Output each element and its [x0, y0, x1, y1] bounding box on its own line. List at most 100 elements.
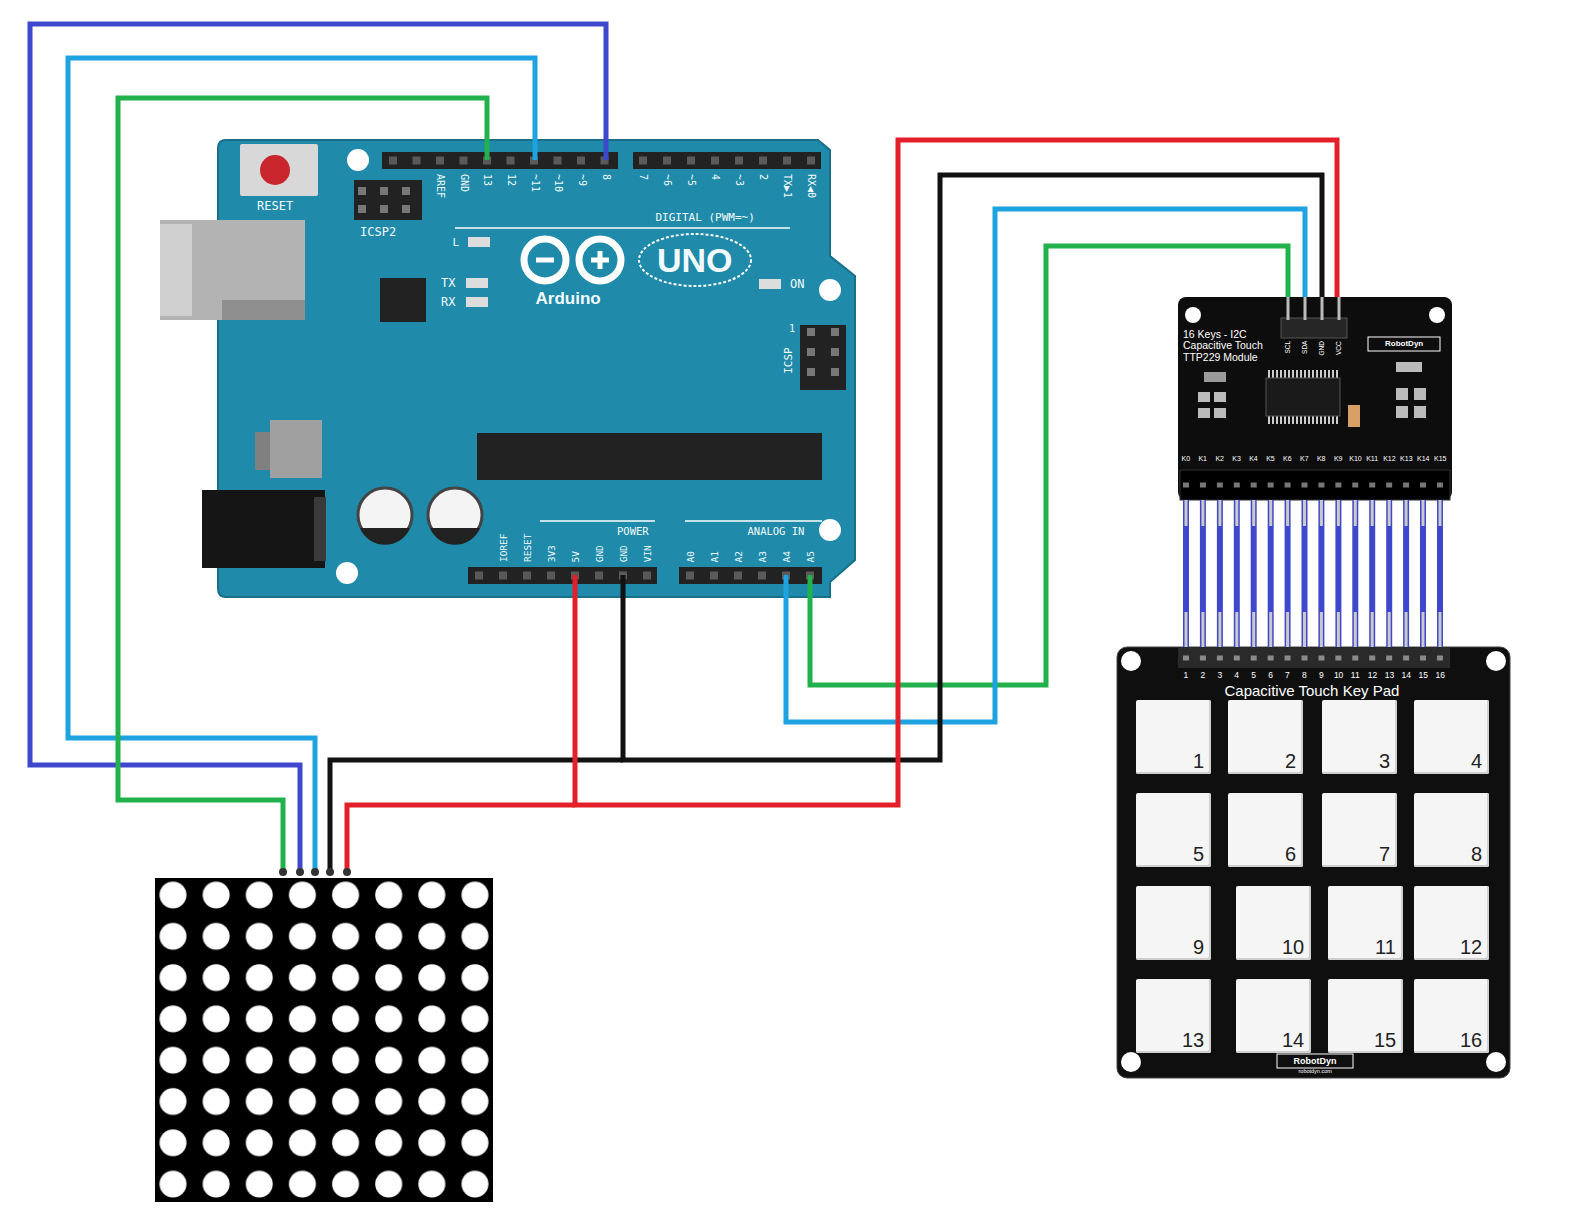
key-number: 13: [1182, 1030, 1204, 1050]
board-label: Arduino: [536, 290, 601, 307]
key-number: 10: [1282, 937, 1304, 957]
module-bottom-header: [1180, 470, 1450, 500]
header: [382, 152, 618, 169]
touch-key: 1: [1136, 700, 1211, 774]
board-label: UNO: [657, 243, 733, 277]
logo-minus: [536, 258, 554, 263]
module-label: K15: [1434, 455, 1446, 462]
mount-hole: [347, 149, 369, 171]
board-label: 2: [758, 174, 768, 180]
board-label: A3: [757, 551, 767, 562]
module-label: K14: [1417, 455, 1429, 462]
board-label: AREF: [435, 174, 445, 198]
chip-pins: [1268, 416, 1338, 424]
key-number: 14: [1282, 1030, 1304, 1050]
wire: [347, 805, 575, 872]
module-bottom-pins: [1183, 483, 1445, 488]
regulator-tab: [255, 432, 271, 470]
touch-key: 10: [1236, 886, 1311, 960]
smd-pad: [1214, 392, 1226, 402]
mount-hole: [336, 562, 358, 584]
keypad-label: 8: [1302, 671, 1307, 680]
matrix-pin: [326, 868, 334, 876]
board-label: 1: [789, 324, 795, 334]
module-label: K0: [1182, 455, 1191, 462]
module-label: SCL: [1285, 341, 1292, 354]
touch-key: 16: [1414, 979, 1489, 1053]
matrix-pin: [311, 868, 319, 876]
keypad-label: 9: [1319, 671, 1324, 680]
mount-hole: [1121, 1052, 1141, 1072]
keypad-label: Capacitive Touch Key Pad: [1225, 683, 1400, 698]
board-label: POWER: [617, 526, 649, 537]
touch-key: 13: [1136, 979, 1211, 1053]
key-number: 7: [1379, 844, 1390, 864]
board-label: RX◀0: [806, 174, 816, 198]
keypad-label: RobotDyn: [1294, 1057, 1337, 1066]
icsp-pins: [831, 328, 839, 388]
header-pins: [389, 157, 618, 165]
board-label: ANALOG IN: [748, 526, 805, 537]
wire: [810, 246, 1288, 685]
header-pins: [1186, 500, 1440, 647]
board-label: ~5: [686, 174, 696, 186]
keypad-label: 13: [1385, 671, 1394, 680]
touch-key: 4: [1414, 700, 1489, 774]
mount-hole: [1429, 307, 1445, 323]
board-label: GND: [459, 174, 469, 192]
module-label: K4: [1249, 455, 1258, 462]
keypad-header-pins: [1183, 656, 1445, 661]
wire-stub: [808, 575, 813, 598]
module-label: K11: [1366, 455, 1378, 462]
wire-stub: [485, 139, 490, 160]
mount-hole: [1486, 1052, 1506, 1072]
logo-plus: [598, 251, 603, 269]
logo-ring: [524, 239, 566, 281]
keypad-label: 11: [1351, 671, 1360, 680]
capacitor-band: [430, 528, 480, 545]
wire-stub: [573, 575, 578, 598]
keypad-label: 10: [1334, 671, 1343, 680]
board-label: 3V3: [546, 545, 556, 562]
key-number: 2: [1285, 751, 1296, 771]
usb-port: [160, 220, 305, 320]
board-label: RX: [441, 296, 455, 308]
wire-stub: [784, 575, 789, 598]
header: [679, 567, 822, 584]
keypad-label: 4: [1234, 671, 1239, 680]
logo-ring: [579, 239, 621, 281]
touch-key: 12: [1414, 886, 1489, 960]
module-label: K3: [1232, 455, 1241, 462]
module-label: K10: [1349, 455, 1361, 462]
logo-frame: [1368, 337, 1440, 351]
board-label: 8: [601, 174, 611, 180]
board-label: 12: [506, 174, 516, 186]
key-number: 3: [1379, 751, 1390, 771]
arduino-board: RESETICSP2AREFGND1312~11~10~987~6~54~32T…: [218, 140, 855, 597]
module-label: K8: [1317, 455, 1326, 462]
logo-frame: [1277, 1054, 1353, 1068]
usb-chip: [380, 278, 426, 322]
touch-key: 7: [1322, 793, 1397, 867]
smd-pad: [1204, 372, 1226, 382]
header-pins: [475, 572, 657, 580]
led-dots: [155, 878, 493, 1202]
module-label: GND: [1319, 341, 1326, 355]
matrix-pins: [279, 868, 351, 876]
reset-button-cap: [260, 155, 290, 185]
module-label: K9: [1334, 455, 1343, 462]
icsp2-pins: [358, 187, 420, 195]
wire-stub: [533, 139, 538, 160]
board-label: 7: [638, 174, 648, 180]
module-label: VCC: [1336, 341, 1343, 355]
led-rx: [466, 297, 488, 307]
board-label: L: [453, 237, 460, 248]
icsp-pins: [807, 328, 815, 388]
board-label: ~10: [553, 174, 563, 192]
module-label: K1: [1198, 455, 1207, 462]
mount-hole: [819, 519, 841, 541]
board-label: ICSP2: [360, 226, 396, 238]
capacitor-band: [360, 528, 410, 545]
board-label: ~3: [734, 174, 744, 186]
